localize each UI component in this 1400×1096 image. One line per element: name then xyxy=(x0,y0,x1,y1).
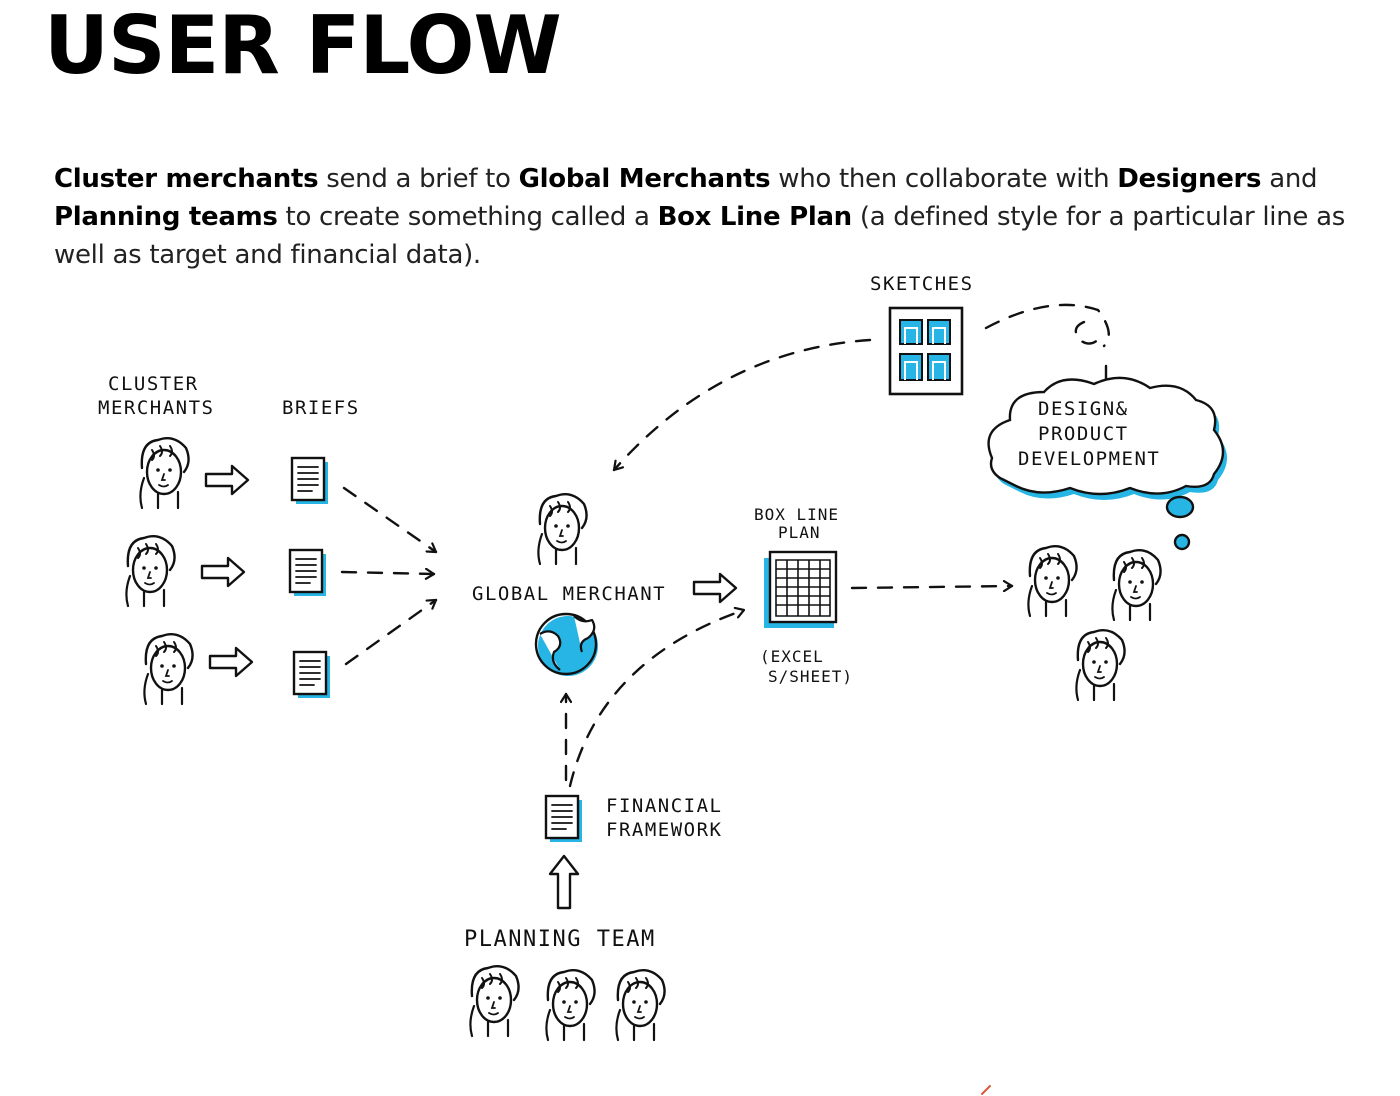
box-line-plan-label-line1: BOX LINE xyxy=(754,505,839,524)
person-icon xyxy=(545,969,596,1042)
cluster-merchants-label-line1: CLUSTER xyxy=(108,373,199,395)
spreadsheet-icon xyxy=(764,550,838,628)
arrow-icon xyxy=(692,572,738,604)
person-icon xyxy=(1111,549,1162,622)
document-icon xyxy=(288,548,328,598)
brief-arrow xyxy=(342,486,438,554)
intro-text: send a brief to xyxy=(318,164,519,194)
intro-text: (a defined style for a particular line a… xyxy=(54,202,1345,270)
brief-arrow xyxy=(344,598,438,666)
financial-framework-label-line1: FINANCIAL xyxy=(606,795,722,817)
person-icon xyxy=(1075,629,1126,702)
intro-text: to create something called a xyxy=(277,202,658,232)
person-icon xyxy=(615,969,666,1042)
sketches-label: SKETCHES xyxy=(870,273,974,295)
excel-label-line1: (EXCEL xyxy=(760,647,824,666)
intro-keyword: Box Line Plan xyxy=(657,202,853,232)
arrow-icon xyxy=(548,854,580,910)
excel-label-line2: S/SHEET) xyxy=(768,667,853,686)
intro-text: and xyxy=(1261,164,1318,194)
design-label-line2-overlay: PRODUCT xyxy=(1038,423,1129,445)
intro-keyword: Cluster merchants xyxy=(54,164,319,194)
framework-to-plan-arrow xyxy=(568,610,746,788)
intro-keyword: Designers xyxy=(1117,164,1262,194)
arrow-icon xyxy=(204,464,250,496)
person-icon xyxy=(537,493,588,566)
stray-mark xyxy=(981,1085,991,1095)
plan-to-designers-arrow xyxy=(850,586,1014,588)
page-title: USER FLOW xyxy=(44,0,562,92)
person-icon xyxy=(1027,545,1078,618)
design-label-line3-overlay: DEVELOPMENT xyxy=(1018,448,1160,470)
document-icon xyxy=(292,650,332,700)
box-line-plan-label-line2: PLAN xyxy=(778,523,821,542)
design-label-line1-overlay: DESIGN& xyxy=(1038,398,1129,420)
sketches-icon xyxy=(888,306,964,396)
briefs-label: BRIEFS xyxy=(282,397,360,419)
person-icon xyxy=(139,437,190,510)
arrow-icon xyxy=(200,556,246,588)
financial-framework-label-line2: FRAMEWORK xyxy=(606,819,722,841)
intro-text: who then collaborate with xyxy=(770,164,1118,194)
sketch-loop-path xyxy=(984,303,1110,348)
cluster-merchants-label-line2: MERCHANTS xyxy=(98,397,214,419)
intro-keyword: Planning teams xyxy=(54,202,278,232)
document-icon xyxy=(544,794,584,844)
sketches-to-merchant-arrow xyxy=(612,338,872,472)
arrow-icon xyxy=(208,646,254,678)
brief-arrow xyxy=(340,572,436,574)
person-icon xyxy=(125,535,176,608)
person-icon xyxy=(143,633,194,706)
thought-cloud-icon xyxy=(987,376,1227,551)
globe-icon xyxy=(534,612,598,676)
planning-team-label: PLANNING TEAM xyxy=(464,927,656,952)
intro-keyword: Global Merchants xyxy=(518,164,771,194)
person-icon xyxy=(469,965,520,1038)
document-icon xyxy=(290,456,330,506)
intro-paragraph: Cluster merchants send a brief to Global… xyxy=(54,160,1354,274)
global-merchant-label: GLOBAL MERCHANT xyxy=(472,583,666,605)
